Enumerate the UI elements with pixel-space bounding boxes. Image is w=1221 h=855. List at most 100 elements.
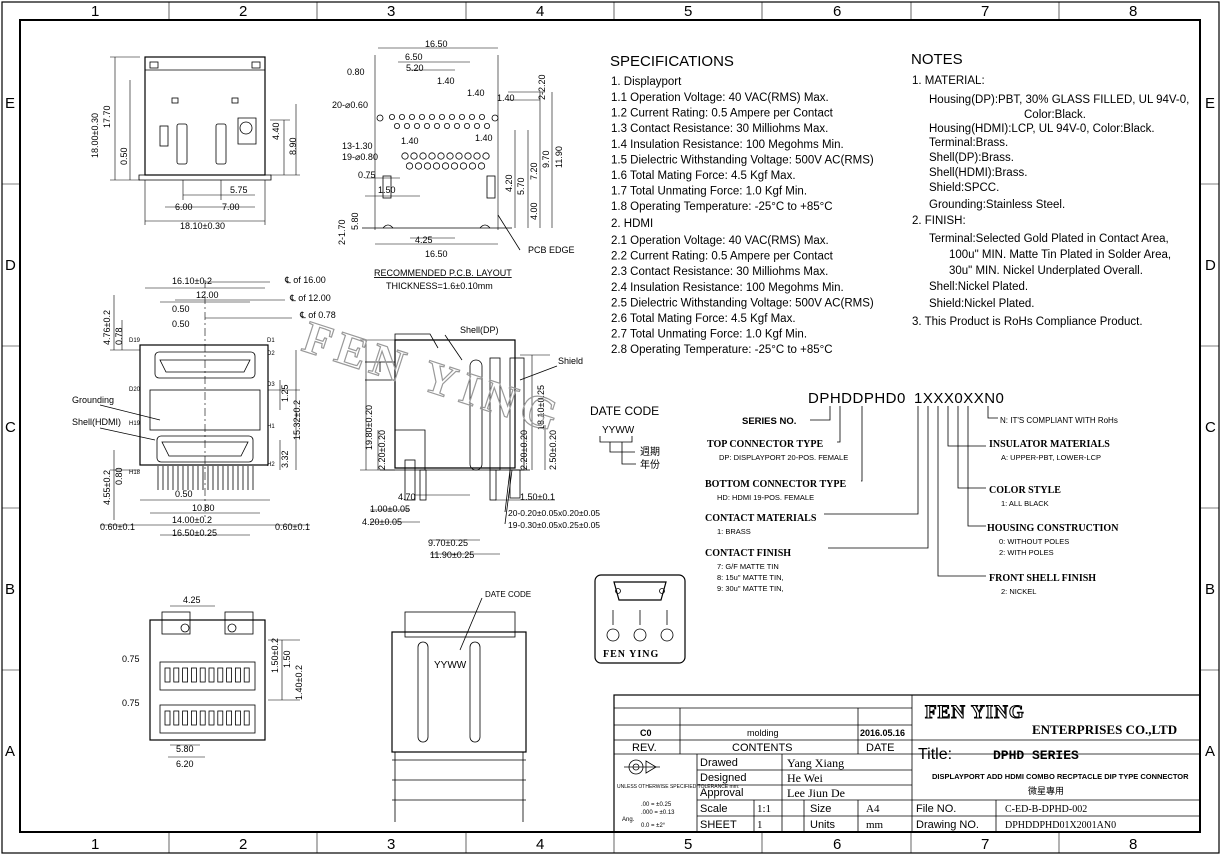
bottom-dim-1-40: 1.40±0.2: [294, 665, 304, 700]
side-dim-2-20-left: 2.20±0.20: [377, 430, 387, 470]
spec-hdmi-item: 2.4 Insulation Resistance: 100 Megohms M…: [611, 282, 844, 294]
pcb-dim-4-20: 4.20: [504, 174, 514, 192]
side-dim-19-80: 19.80±0.20: [364, 405, 374, 450]
zone-col-bottom-3: 3: [387, 836, 395, 853]
centerline-12: ℄ of 12.00: [289, 293, 331, 303]
spec-hdmi-list: 2.1 Operation Voltage: 40 VAC(RMS) Max.2…: [611, 235, 874, 356]
pcb-dim-16-50-b: 16.50: [425, 249, 448, 259]
approval-value: Lee Jiun De: [787, 786, 845, 800]
zone-row-right-D: D: [1205, 257, 1216, 274]
pn-field-title: TOP CONNECTOR TYPE: [707, 439, 823, 450]
bottom-pin: [208, 667, 215, 683]
pcb-layout-title: RECOMMENDED P.C.B. LAYOUT: [374, 268, 512, 278]
bottom-pin: [182, 710, 189, 726]
bottom-pin: [173, 710, 180, 726]
zone-col-top-6: 6: [833, 3, 841, 20]
front-dim-0-80: 0.80: [114, 467, 124, 485]
pcb-hole-hdmi: [428, 152, 436, 160]
zone-row-left-D: D: [5, 257, 16, 274]
pcb-hole-hdmi: [441, 162, 450, 170]
pcb-hole-hdmi: [455, 152, 463, 160]
pn-field-desc: 8: 15u" MATTE TIN,: [717, 573, 784, 582]
spec-hdmi-item: 2.2 Current Rating: 0.5 Ampere per Conta…: [611, 251, 834, 263]
spec-hdmi-header: 2. HDMI: [611, 218, 653, 230]
front-dim-0-50-c: 0.50: [175, 489, 193, 499]
drawed-value: Yang Xiang: [787, 756, 844, 770]
note-line: Shield:SPCC.: [929, 182, 999, 194]
zone-row-right-A: A: [1205, 743, 1215, 760]
bottom-pin: [226, 667, 233, 683]
spec-dp-item: 1.5 Dielectric Withstanding Voltage: 500…: [611, 154, 874, 166]
zone-row-right-B: B: [1205, 581, 1215, 598]
part-number-leaders: [810, 406, 998, 577]
logo-text: FEN YING: [603, 649, 659, 660]
zone-col-top-5: 5: [684, 3, 692, 20]
zone-col-top-3: 3: [387, 3, 395, 20]
date-code-label: DATE CODE: [590, 404, 659, 418]
units-value: mm: [866, 819, 884, 831]
bottom-dim-1-50-b: 1.50: [282, 650, 292, 668]
zone-col-top-4: 4: [536, 3, 544, 20]
dim-18-00: 18.00±0.30: [90, 113, 100, 158]
spec-dp-header: 1. Displayport: [611, 76, 682, 88]
dim-5-75: 5.75: [230, 185, 248, 195]
front-dim-0-78: 0.78: [114, 327, 124, 345]
drawing-label: Drawing NO.: [916, 819, 979, 831]
centerline-16: ℄ of 16.00: [284, 275, 326, 285]
side-dim-1-50: 1.50±0.1: [520, 492, 555, 502]
designed-value: He Wei: [787, 771, 823, 785]
bottom-pin: [217, 667, 224, 683]
svg-text:D20: D20: [129, 387, 141, 393]
spec-dp-item: 1.1 Operation Voltage: 40 VAC(RMS) Max.: [611, 92, 829, 104]
front-dim-0-60-left: 0.60±0.1: [100, 522, 135, 532]
front-dim-16-10: 16.10±0.2: [172, 276, 212, 286]
svg-text:H19: H19: [129, 421, 141, 427]
pn-field-desc: 0: WITHOUT POLES: [999, 537, 1069, 546]
note-line: Shield:Nickel Plated.: [929, 298, 1034, 310]
spec-dp-item: 1.3 Contact Resistance: 30 Milliohms Max…: [611, 123, 828, 135]
spec-dp-item: 1.4 Insulation Resistance: 100 Megohms M…: [611, 139, 844, 151]
pcb-hole-dp: [423, 123, 430, 130]
pcb-hole-dp: [458, 114, 465, 121]
pcb-hole-hdmi: [401, 152, 409, 160]
note-line: Housing(DP):PBT, 30% GLASS FILLED, UL 94…: [929, 94, 1189, 106]
pcb-dim-19-holes: 19-⌀0.80: [342, 152, 378, 162]
pn-field-title: BOTTOM CONNECTOR TYPE: [705, 479, 846, 490]
pn-field-title: FRONT SHELL FINISH: [989, 573, 1096, 584]
zone-col-top-8: 8: [1129, 3, 1137, 20]
bottom-view-drawing: [149, 605, 300, 758]
pn-field-desc: A: UPPER-PBT, LOWER-LCP: [1001, 453, 1101, 462]
pcb-hole-dp: [428, 114, 435, 121]
dim-4-40: 4.40: [271, 122, 281, 140]
bottom-pin: [226, 710, 233, 726]
pcb-dim-9-70: 9.70: [541, 150, 551, 168]
pcb-dim-16-50: 16.50: [425, 39, 448, 49]
pcb-layout-drawing: [362, 47, 553, 251]
pcb-dim-1-40-d: 1.40: [475, 133, 493, 143]
side-dim-19-pins: 19-0.30±0.05x0.25±0.05: [508, 520, 600, 530]
side-dim-18-10: 18.10±0.25: [536, 385, 546, 430]
rear-date-code: YYWW: [434, 660, 467, 671]
pcb-dim-11-90: 11.90: [554, 146, 564, 168]
front-dim-4-76: 4.76±0.2: [102, 310, 112, 345]
rev-label: REV.: [632, 742, 657, 754]
pcb-hole-hdmi: [410, 152, 418, 160]
company-name: FEN YING: [925, 702, 1025, 723]
spec-dp-item: 1.8 Operating Temperature: -25°C to +85°…: [611, 201, 833, 213]
pcb-hole-hdmi: [468, 162, 477, 170]
pcb-hole-hdmi: [482, 152, 490, 160]
note-line: Color:Black.: [1024, 109, 1086, 121]
dim-6-00: 6.00: [175, 202, 193, 212]
title-maker: 微星專用: [1028, 785, 1064, 796]
dim-8-90: 8.90: [288, 137, 298, 155]
zone-col-top-1: 1: [91, 3, 99, 20]
pcb-hole-hdmi: [464, 152, 472, 160]
rear-date-code-label: DATE CODE: [485, 590, 531, 599]
pcb-hole-dp: [463, 123, 470, 130]
spec-hdmi-item: 2.7 Total Unmating Force: 1.0 Kgf Min.: [611, 329, 807, 341]
pcb-dim-5-80: 5.80: [350, 212, 360, 230]
pn-field-desc: 2: WITH POLES: [999, 548, 1054, 557]
rev-date: 2016.05.16: [860, 728, 905, 738]
